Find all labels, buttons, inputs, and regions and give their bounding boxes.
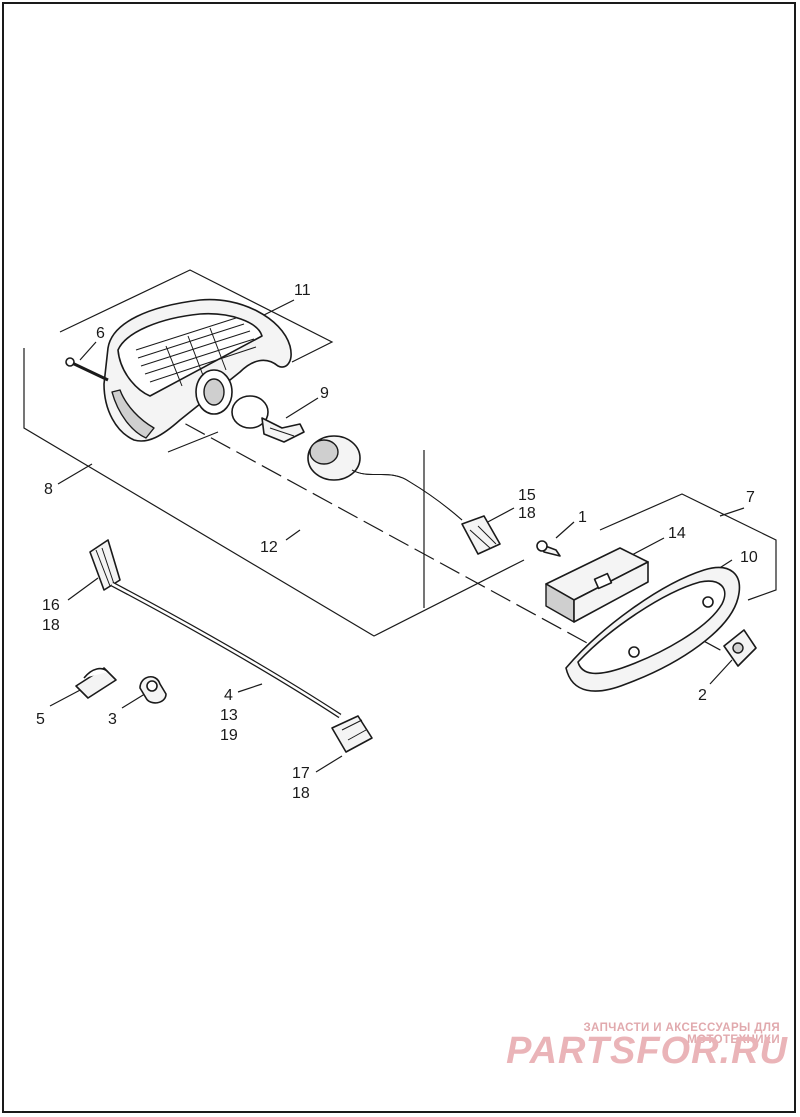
callout-18a: 18 [518, 505, 536, 522]
callout-7: 7 [746, 489, 755, 506]
callout-12: 12 [260, 539, 278, 556]
screw-part-6 [65, 357, 109, 382]
bracket-group-12 [167, 431, 219, 453]
circuit-board-part [545, 547, 649, 623]
callout-5: 5 [36, 711, 45, 728]
watermark-logo: PARTSFOR.RU [506, 1030, 788, 1072]
callout-8: 8 [44, 481, 53, 498]
lamp-housing-part [103, 298, 292, 442]
callout-9: 9 [320, 385, 329, 402]
screw-part-1 [536, 540, 561, 557]
callout-3: 3 [108, 711, 117, 728]
callout-19: 19 [220, 727, 238, 744]
lens-part [565, 566, 741, 692]
callout-15: 15 [518, 487, 536, 504]
bracket-group-11 [59, 269, 334, 363]
callout-6: 6 [96, 325, 105, 342]
bracket-group-7 [599, 493, 777, 601]
callout-18b: 18 [42, 617, 60, 634]
assembly-axis-line [159, 409, 601, 651]
clip-part-5 [75, 667, 117, 699]
wire-harness-part [89, 539, 373, 753]
callout-11: 11 [294, 282, 311, 299]
callout-10: 10 [740, 549, 758, 566]
callout-14: 14 [668, 525, 686, 542]
callout-16: 16 [42, 597, 60, 614]
callout-2: 2 [698, 687, 707, 704]
callout-17: 17 [292, 765, 310, 782]
callout-18c: 18 [292, 785, 310, 802]
callout-labels: 6 11 9 15 18 1 14 10 7 2 8 12 16 18 4 13… [36, 282, 758, 802]
clip-part-3 [139, 676, 167, 704]
bracket-group-8 [23, 348, 525, 637]
callout-4: 4 [224, 687, 233, 704]
lens-grille [135, 317, 257, 387]
callout-13: 13 [220, 707, 238, 724]
socket-part [307, 435, 501, 555]
bulb-part [231, 395, 305, 443]
clip-nut-part [723, 629, 757, 667]
callout-1: 1 [578, 509, 587, 526]
watermark-tagline: ЗАПЧАСТИ И АКСЕССУАРЫ ДЛЯ МОТОТЕХНИКИ [583, 1022, 780, 1046]
